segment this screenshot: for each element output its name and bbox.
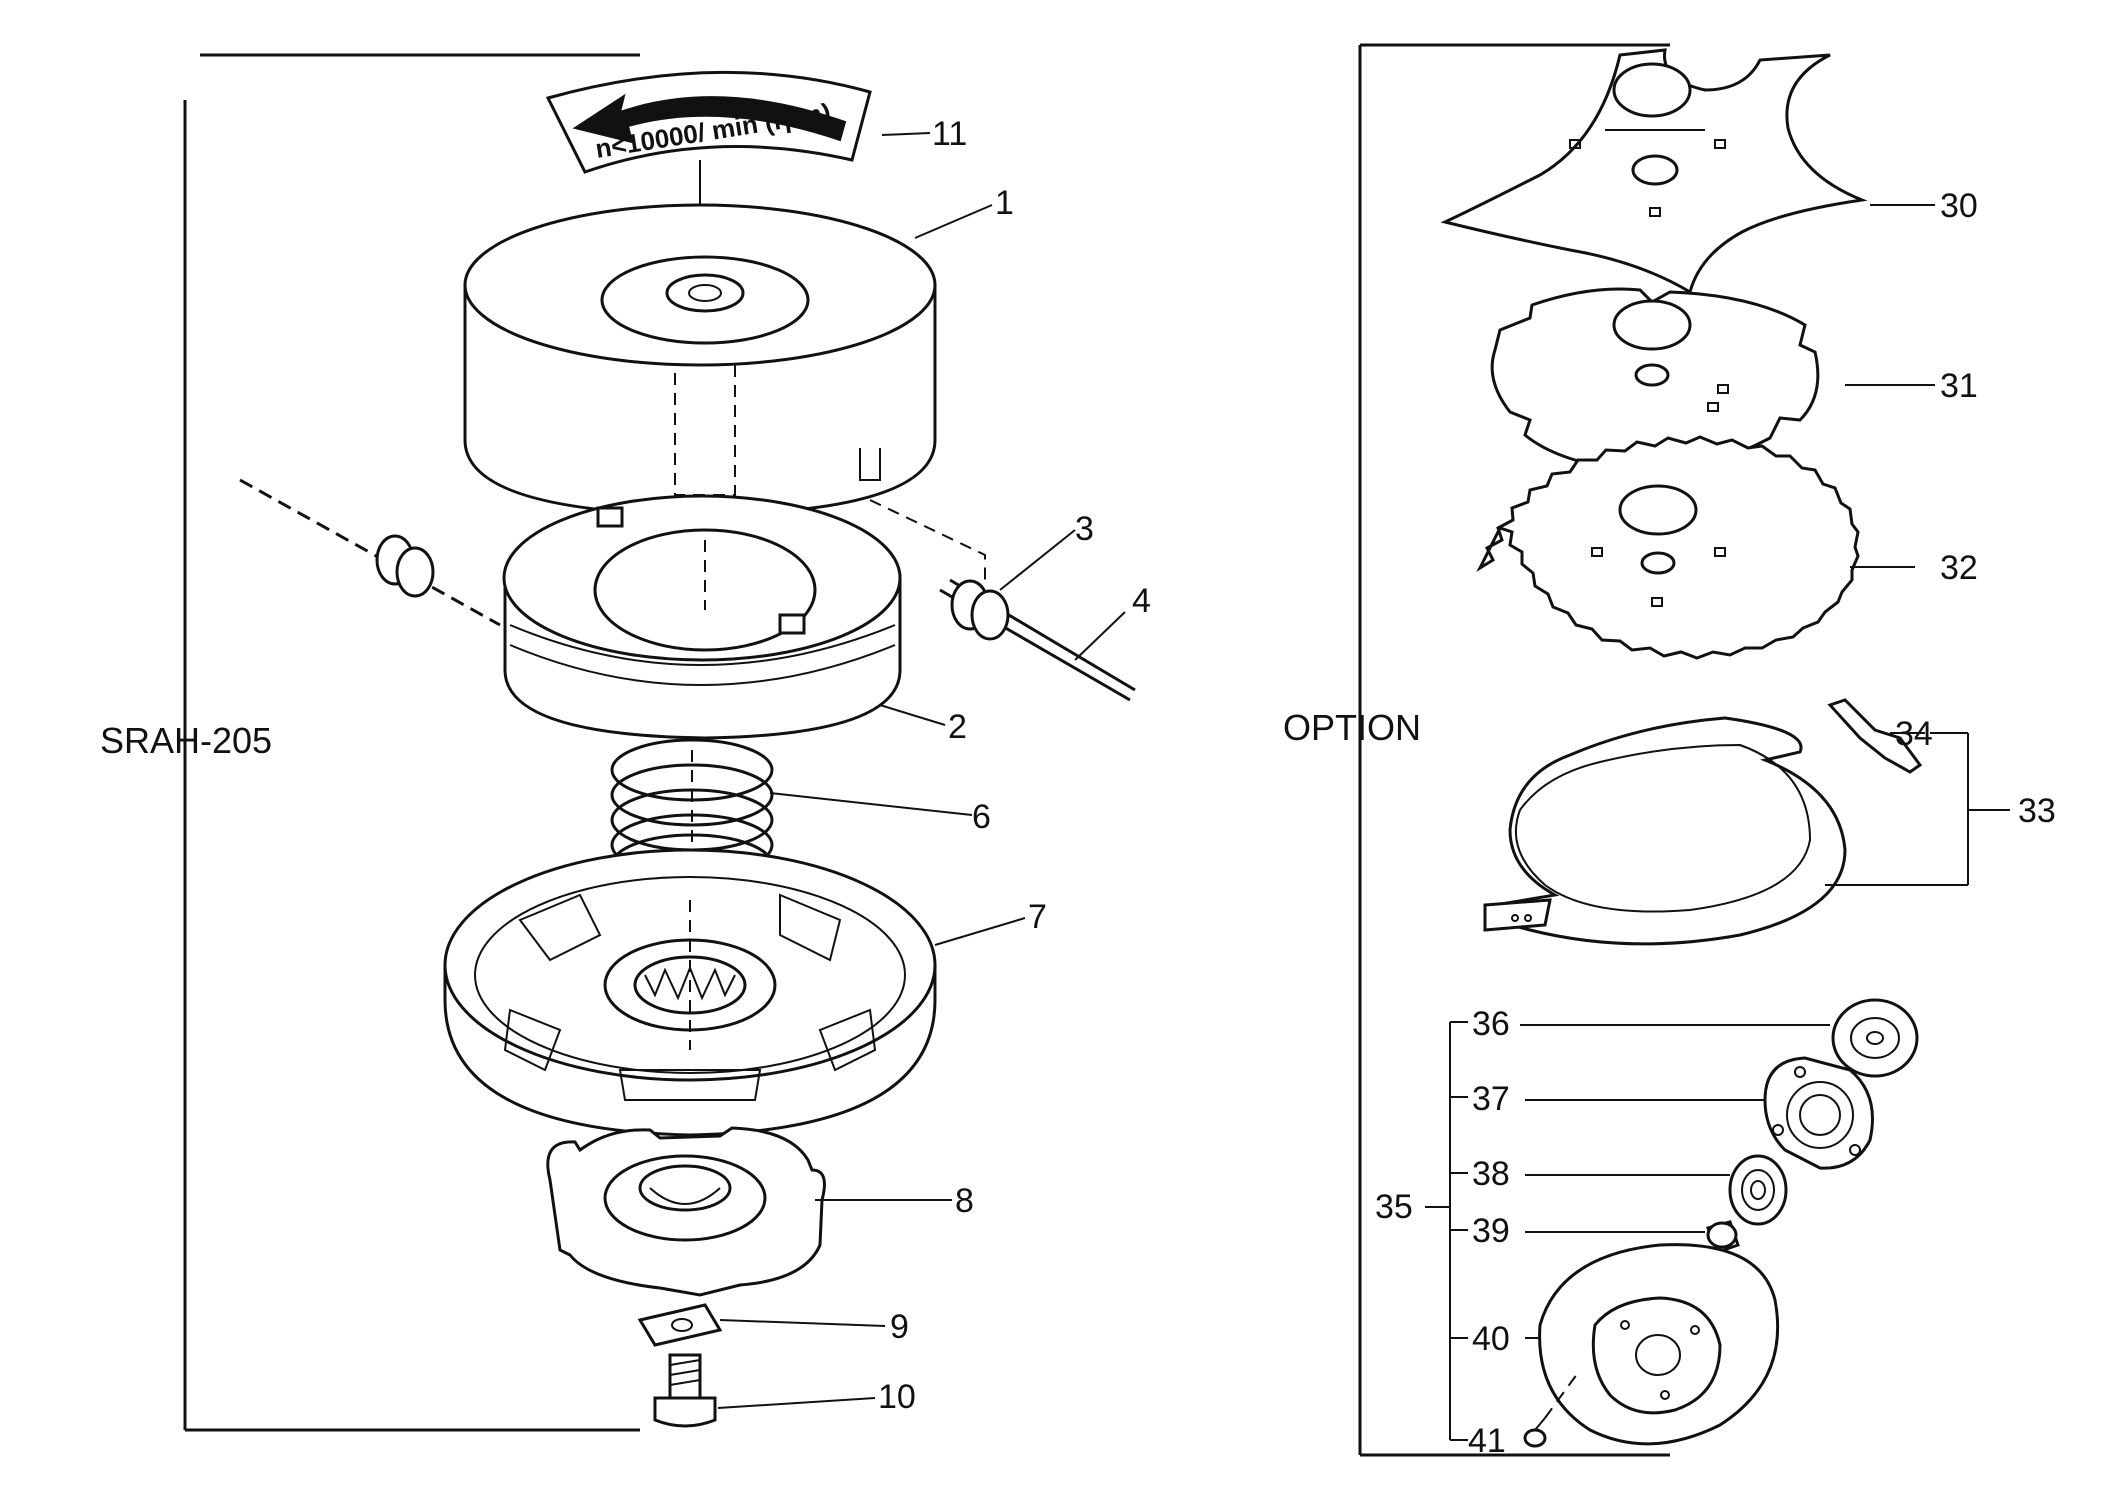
callout-3: 3 <box>1075 510 1094 548</box>
part-8-knob <box>546 1126 826 1297</box>
callout-30: 30 <box>1940 187 1978 225</box>
callout-35: 35 <box>1375 1188 1413 1226</box>
part-37-holder <box>1763 1056 1874 1170</box>
callout-37: 37 <box>1472 1080 1510 1118</box>
group-label-option: OPTION <box>1283 707 1421 748</box>
callout-11: 11 <box>932 115 967 153</box>
callout-9: 9 <box>890 1308 909 1346</box>
part-31-four-tooth-blade <box>1490 287 1820 474</box>
callout-41: 41 <box>1468 1422 1506 1460</box>
callout-40: 40 <box>1472 1320 1510 1358</box>
callout-33: 33 <box>2018 792 2056 830</box>
part-2-spool <box>502 494 902 740</box>
part-41-screw <box>1523 1369 1581 1448</box>
group-label-srah-205: SRAH-205 <box>100 720 272 761</box>
part-36-cap <box>1831 998 1919 1078</box>
callout-4: 4 <box>1132 582 1151 620</box>
part-32-saw-blade <box>1476 435 1860 660</box>
leader-6 <box>769 792 973 816</box>
part-10-bolt <box>653 1353 717 1428</box>
bracket-35 <box>1425 1021 1468 1441</box>
callout-10: 10 <box>878 1378 916 1416</box>
part-40-cup <box>1538 1243 1780 1446</box>
leader-10 <box>717 1397 876 1409</box>
callout-39: 39 <box>1472 1212 1510 1250</box>
part-3-line-eyelet <box>375 534 1010 641</box>
leader-2 <box>879 704 946 726</box>
callout-2: 2 <box>948 708 967 746</box>
callout-7: 7 <box>1028 898 1047 936</box>
callout-6: 6 <box>972 798 991 836</box>
callout-32: 32 <box>1940 549 1978 587</box>
leader-9 <box>719 1319 886 1327</box>
part-34-clip <box>1827 698 1923 774</box>
leader-11 <box>881 132 931 136</box>
part-38-bearing <box>1728 1154 1788 1226</box>
callout-31: 31 <box>1940 367 1978 405</box>
part-9-washer <box>637 1303 723 1347</box>
leader-1 <box>914 204 993 239</box>
leader-4 <box>1074 611 1126 661</box>
leader-3 <box>999 529 1076 591</box>
bracket-srah-205 <box>183 53 640 1432</box>
part-7-base-plate <box>443 848 937 1137</box>
part-33-guard-ring <box>1483 716 1847 946</box>
part-30-three-tooth-blade <box>1440 48 1868 295</box>
callout-36: 36 <box>1472 1005 1510 1043</box>
callout-38: 38 <box>1472 1155 1510 1193</box>
callout-8: 8 <box>955 1182 974 1220</box>
callout-34: 34 <box>1895 715 1933 753</box>
leader-7 <box>934 917 1026 946</box>
part-39-collar <box>1705 1220 1740 1254</box>
bracket-option <box>1358 43 1670 1457</box>
callout-1: 1 <box>995 184 1014 222</box>
part-1-top-cover <box>463 203 937 517</box>
part-11-rotation-decal: n<10000/ min (rpm) <box>545 70 872 215</box>
